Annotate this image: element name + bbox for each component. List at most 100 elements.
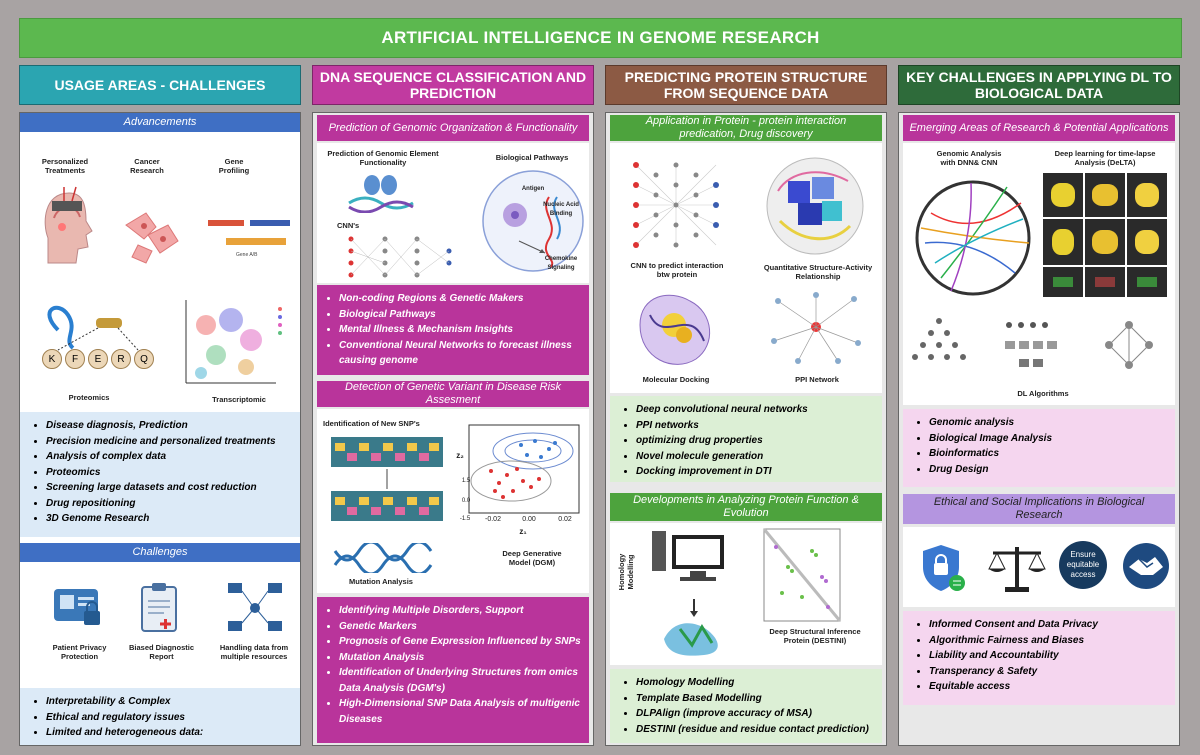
privacy-label: Patient Privacy Protection xyxy=(52,643,107,661)
dgm-scatter-plot xyxy=(468,424,580,514)
list-item: Drug Design xyxy=(929,462,1167,478)
delta-tile xyxy=(1043,173,1083,217)
column-protein-structure: PREDICTING PROTEIN STRUCTURE FROM SEQUEN… xyxy=(605,65,887,746)
list-item: Identifying Multiple Disorders, Support xyxy=(339,603,581,619)
advancements-header: Advancements xyxy=(20,113,300,132)
column-header: PREDICTING PROTEIN STRUCTURE FROM SEQUEN… xyxy=(605,65,887,105)
list-item: High-Dimensional SNP Data Analysis of mu… xyxy=(339,696,581,727)
mutation-dna-icon xyxy=(333,543,433,573)
prediction-list: Non-coding Regions & Genetic Makers Biol… xyxy=(317,285,589,375)
homology-protein-icon xyxy=(664,599,718,656)
delta-label: Deep learning for time-lapse Analysis (D… xyxy=(1054,149,1156,167)
cancer-cells-icon xyxy=(125,212,179,264)
column-dna-sequence: DNA SEQUENCE CLASSIFICATION AND PREDICTI… xyxy=(312,65,594,746)
qsar-molecule-icon xyxy=(766,157,864,255)
application-figure: CNN to predict interaction btw protein Q… xyxy=(610,143,882,393)
list-item: Transperancy & Safety xyxy=(929,664,1167,680)
column-key-challenges: KEY CHALLENGES IN APPLYING DL TO BIOLOGI… xyxy=(898,65,1180,746)
list-item: Identification of Underlying Structures … xyxy=(339,665,581,696)
docking-label: Molecular Docking xyxy=(642,375,710,384)
developments-figure: Homology Modelling Deep Structural Infer… xyxy=(610,523,882,665)
list-item: Informed Consent and Data Privacy xyxy=(929,617,1167,633)
gene-profile-icon: Gene A/B xyxy=(208,220,290,258)
tsne-plot-icon xyxy=(185,300,282,384)
list-item: Proteomics xyxy=(46,465,292,481)
advancements-figure: Personalized Treatments Cancer Research … xyxy=(24,135,296,409)
computer-icon xyxy=(652,531,724,581)
delta-tile xyxy=(1043,219,1083,265)
list-item: Deep convolutional neural networks xyxy=(636,402,874,418)
antigen-label: Antigen xyxy=(521,186,545,192)
list-item: optimizing drug properties xyxy=(636,433,874,449)
residue-e: E xyxy=(88,349,108,369)
list-item: 3D Genome Research xyxy=(46,511,292,527)
list-item: Biological Image Analysis xyxy=(929,431,1167,447)
element-label: Prediction of Genomic Element Functional… xyxy=(327,149,439,167)
cancer-label: Cancer Research xyxy=(130,157,164,175)
prediction-header: Prediction of Genomic Organization & Fun… xyxy=(317,115,589,141)
dl-algorithms-icon xyxy=(912,318,1153,369)
delta-tile xyxy=(1085,267,1125,297)
list-item: Novel molecule generation xyxy=(636,449,874,465)
delta-tile xyxy=(1127,267,1167,297)
list-item: Conventional Neural Networks to forecast… xyxy=(339,338,581,369)
delta-tile xyxy=(1127,173,1167,217)
list-item: Mutation Analysis xyxy=(339,650,581,666)
ensure-access-text: Ensure equitable access xyxy=(1066,550,1100,579)
network-computers-icon xyxy=(228,583,282,631)
delta-image-grid xyxy=(1043,173,1167,297)
residue-q: Q xyxy=(134,349,154,369)
column-header: KEY CHALLENGES IN APPLYING DL TO BIOLOGI… xyxy=(898,65,1180,105)
ppi-label: PPI Network xyxy=(795,375,839,384)
list-item: Prognosis of Gene Expression Influenced … xyxy=(339,634,581,650)
z2-label: z₂ xyxy=(456,451,464,460)
column-body: Advancements Personalized Treatments Can… xyxy=(19,112,301,746)
delta-tile xyxy=(1085,173,1125,217)
genomic-circos-icon xyxy=(915,180,1031,296)
xtick-label: 0.02 xyxy=(558,516,572,523)
ytick-label: 1.5 xyxy=(461,478,471,484)
z1-label: z₁ xyxy=(519,527,527,536)
qsar-label: Quantitative Structure-Activity Relation… xyxy=(763,263,873,281)
transcriptomic-label: Transcriptomic xyxy=(212,395,266,404)
page-title: ARTIFICIAL INTELLIGENCE IN GENOME RESEAR… xyxy=(19,18,1182,58)
list-item: Template Based Modelling xyxy=(636,691,874,707)
prediction-figure: Prediction of Genomic Element Functional… xyxy=(317,143,589,283)
list-item: Algorithmic Fairness and Biases xyxy=(929,633,1167,649)
list-item: Equitable access xyxy=(929,679,1167,695)
residue-r: R xyxy=(111,349,131,369)
list-item: Homology Modelling xyxy=(636,675,874,691)
list-item: Interpretability & Complex xyxy=(46,694,292,710)
proteomics-label: Proteomics xyxy=(68,393,110,402)
mutation-label: Mutation Analysis xyxy=(349,577,413,586)
docking-protein-icon xyxy=(639,294,710,365)
biased-label: Biased Diagnostic Report xyxy=(128,643,195,661)
handling-label: Handling data from multiple resources xyxy=(219,643,289,661)
kferq-sequence: K F E R Q xyxy=(42,349,154,369)
list-item: Precision medicine and personalized trea… xyxy=(46,434,292,450)
delta-tile xyxy=(1043,267,1083,297)
emerging-figure: Genomic Analysis with DNN& CNN Deep lear… xyxy=(903,143,1175,405)
handshake-icon xyxy=(1123,543,1169,589)
list-item: Genomic analysis xyxy=(929,415,1167,431)
list-item: Liability and Accountability xyxy=(929,648,1167,664)
list-item: Non-coding Regions & Genetic Makers xyxy=(339,291,581,307)
svg-text:Gene A/B: Gene A/B xyxy=(236,252,258,258)
list-item: Mental Illness & Mechanism Insights xyxy=(339,322,581,338)
list-item: Screening large datasets and cost reduct… xyxy=(46,480,292,496)
dgm-label: Deep Generative Model (DGM) xyxy=(502,549,562,567)
application-list: Deep convolutional neural networks PPI n… xyxy=(610,396,882,482)
cnn-network-icon xyxy=(348,236,452,278)
list-item: Analysis of complex data xyxy=(46,449,292,465)
list-item: PPI networks xyxy=(636,418,874,434)
ethical-header: Ethical and Social Implications in Biolo… xyxy=(903,494,1175,524)
detection-figure: Identification of New SNP's z₂ 1.5 0.0 -… xyxy=(317,409,589,593)
detection-list: Identifying Multiple Disorders, Support … xyxy=(317,597,589,743)
dl-label: DL Algorithms xyxy=(1017,389,1069,398)
residue-f: F xyxy=(65,349,85,369)
list-item: DESTINI (residue and residue contact pre… xyxy=(636,722,874,738)
pathway-circle-icon xyxy=(482,170,584,272)
emerging-list: Genomic analysis Biological Image Analys… xyxy=(903,409,1175,487)
cnn-label: CNN's xyxy=(337,221,360,230)
snp-label: Identification of New SNP's xyxy=(323,419,420,428)
